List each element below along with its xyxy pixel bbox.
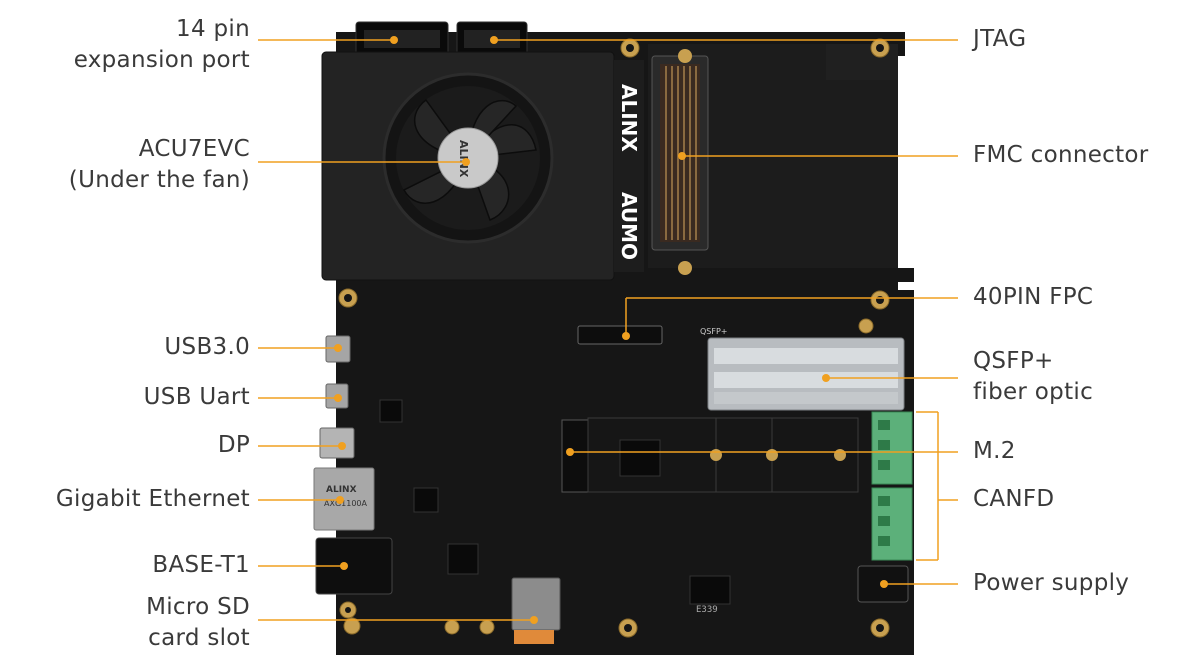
- label-fmc-line: FMC connector: [973, 142, 1149, 168]
- label-usb30: USB3.0: [164, 332, 250, 363]
- label-power-line: Power supply: [973, 570, 1130, 596]
- label-baset1-line: BASE-T1: [152, 552, 250, 578]
- label-fpc-line: 40PIN FPC: [973, 284, 1094, 310]
- leader-dot-ethernet: [336, 496, 344, 504]
- mount-hole: [858, 318, 874, 334]
- label-microsd-line: card slot: [148, 625, 250, 651]
- ethernet-brand-text: ALINX: [326, 485, 357, 495]
- label-qsfp-line: fiber optic: [973, 379, 1094, 405]
- ethernet-part-text: AXG1100A: [324, 499, 368, 508]
- header-connectors: [355, 21, 528, 57]
- leader-dot-microsd: [530, 616, 538, 624]
- m2-slot: [561, 417, 859, 493]
- label-baset1: BASE-T1: [152, 550, 250, 581]
- leader-dot-fmc: [678, 152, 686, 160]
- leader-lines: [258, 36, 958, 624]
- mount-hole: [444, 619, 460, 635]
- board-brand-text: ALINX: [617, 84, 641, 152]
- leader-dot-power: [880, 580, 888, 588]
- label-microsd-line: Micro SD: [146, 594, 250, 620]
- label-microsd: Micro SD card slot: [146, 592, 250, 654]
- leader-dot-jtag: [490, 36, 498, 44]
- label-14pin: 14 pin expansion port: [74, 14, 250, 76]
- leader-dot-usb30: [334, 344, 342, 352]
- label-acu7evc-line: (Under the fan): [68, 167, 250, 193]
- label-usbuart: USB Uart: [144, 382, 250, 413]
- label-14pin-line: expansion port: [73, 47, 250, 73]
- label-canfd-line: CANFD: [973, 486, 1055, 512]
- label-acu7evc: ACU7EVC (Under the fan): [69, 134, 250, 196]
- label-jtag: JTAG: [973, 24, 1026, 55]
- label-ethernet: Gigabit Ethernet: [56, 484, 250, 515]
- label-acu7evc-line: ACU7EVC: [138, 136, 250, 162]
- label-fpc: 40PIN FPC: [973, 282, 1093, 313]
- ethernet-jack: [313, 467, 375, 531]
- label-m2: M.2: [973, 436, 1016, 467]
- leader-dot-acu7evc: [462, 158, 470, 166]
- dp-port: [319, 427, 355, 459]
- leader-dot-14pin: [390, 36, 398, 44]
- mount-hole: [479, 619, 495, 635]
- leader-dot-m2: [566, 448, 574, 456]
- left-connectors: [313, 335, 561, 644]
- label-qsfp: QSFP+ fiber optic: [973, 346, 1093, 408]
- label-fmc: FMC connector: [973, 140, 1149, 171]
- fan-hub: [437, 127, 499, 189]
- leader-dot-fpc: [622, 332, 630, 340]
- canfd-terminals: [871, 411, 913, 561]
- board-model-text: AUMO: [617, 192, 641, 260]
- qsfp-silk-text: QSFP+: [700, 327, 728, 336]
- label-qsfp-line: QSFP+: [973, 348, 1054, 374]
- fmc-connector-body: [651, 49, 709, 275]
- mount-hole: [343, 617, 361, 635]
- label-m2-line: M.2: [973, 438, 1016, 464]
- label-usb30-line: USB3.0: [164, 334, 250, 360]
- label-14pin-line: 14 pin: [176, 16, 250, 42]
- leader-dot-usbuart: [334, 394, 342, 402]
- label-usbuart-line: USB Uart: [143, 384, 250, 410]
- fpc-connector-body: [577, 325, 663, 345]
- label-canfd: CANFD: [973, 484, 1054, 515]
- label-jtag-line: JTAG: [973, 26, 1027, 52]
- pcb-code-text: E339: [696, 605, 718, 615]
- leader-dot-qsfp: [822, 374, 830, 382]
- leader-dot-dp: [338, 442, 346, 450]
- heatsink: [321, 51, 644, 281]
- label-ethernet-line: Gigabit Ethernet: [55, 486, 250, 512]
- label-dp: DP: [218, 430, 250, 461]
- qsfp-cage: [707, 337, 905, 411]
- leader-dot-baset1: [340, 562, 348, 570]
- label-power: Power supply: [973, 568, 1129, 599]
- label-dp-line: DP: [217, 432, 250, 458]
